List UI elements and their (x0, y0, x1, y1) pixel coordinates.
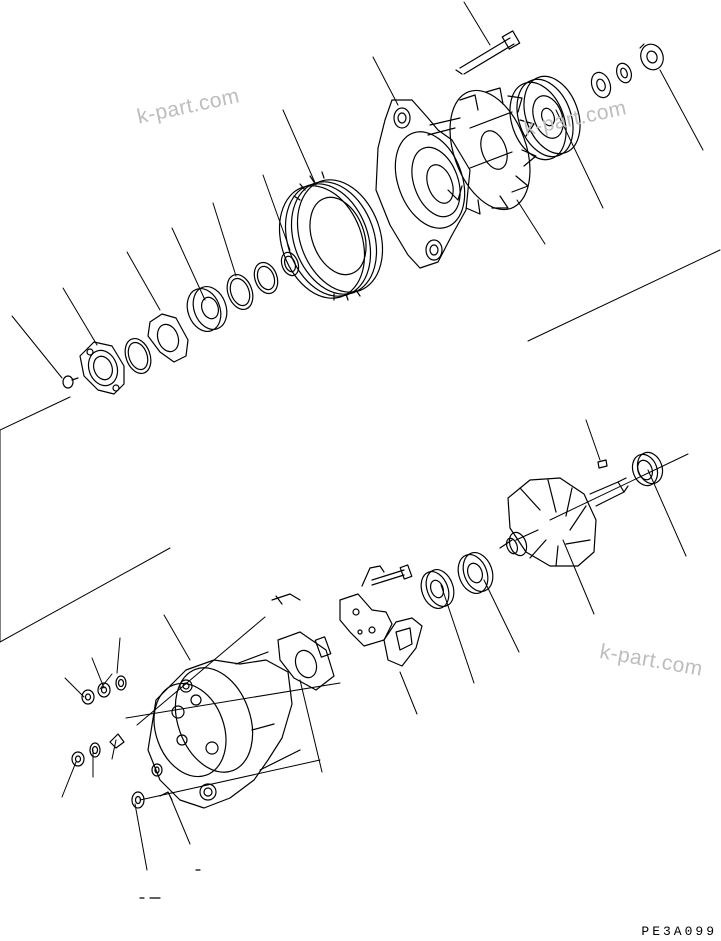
rectifier-plate (340, 594, 392, 646)
spacer (250, 259, 282, 297)
pulley-nut (637, 41, 667, 73)
pulley (500, 69, 590, 168)
terminal-bolt (362, 565, 412, 586)
part-fragments (140, 870, 200, 898)
through-bolt (456, 31, 520, 74)
brush-holder (384, 618, 422, 666)
drawing-code: PE3A099 (641, 924, 717, 939)
screw (63, 376, 78, 388)
cooling-fan (435, 79, 545, 220)
bearing-retainer-plate (148, 314, 188, 362)
insulator (110, 734, 172, 800)
terminal-nut (72, 676, 162, 808)
collar (628, 449, 666, 489)
seal-ring (121, 335, 156, 377)
ball-bearing (416, 566, 458, 613)
bearing-cover (80, 342, 124, 394)
stator-coil (265, 168, 398, 310)
front-bearing (181, 282, 232, 336)
pin (598, 460, 607, 468)
rear-bracket (142, 652, 300, 808)
pulley-washer (588, 70, 614, 101)
rear-bearing (453, 548, 498, 597)
rotor (500, 478, 628, 566)
leader-lines (0, 2, 720, 870)
spacer-ring (278, 250, 301, 278)
spacer-2 (223, 271, 258, 313)
front-bracket (376, 100, 477, 268)
regulator (272, 594, 334, 690)
spring-washer (614, 61, 634, 85)
